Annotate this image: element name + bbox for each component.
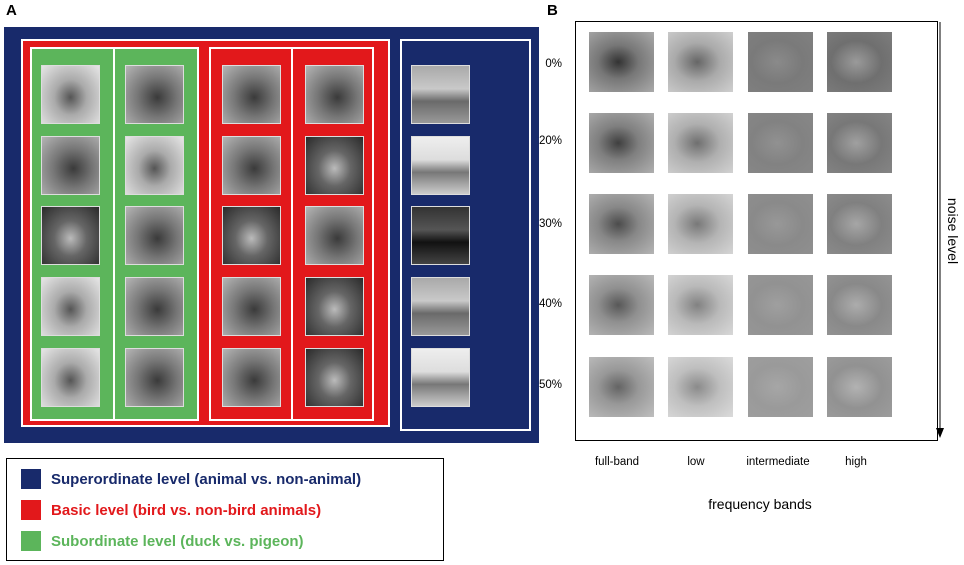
duck-image-3	[125, 206, 184, 265]
car-image-5	[411, 348, 470, 407]
pigeon-image-5	[41, 348, 100, 407]
legend-label-basic: Basic level (bird vs. non-bird animals)	[51, 501, 322, 519]
cat-image-5	[305, 348, 364, 407]
non-bird-divider	[291, 47, 293, 421]
duck-tile-intermediate-noise-0	[748, 32, 813, 92]
pigeon-image-4	[41, 277, 100, 336]
duck-tile-high-noise-50	[827, 357, 892, 417]
band-label-low: low	[687, 456, 705, 468]
noise-label-50: 50%	[538, 379, 562, 391]
frequency-bands-title: frequency bands	[708, 496, 812, 512]
pigeon-image-3	[41, 206, 100, 265]
cat-image-4	[305, 277, 364, 336]
superordinate-swatch	[21, 469, 41, 489]
dog-image-3	[222, 206, 281, 265]
duck-image-2	[125, 136, 184, 195]
legend-item-basic: Basic level (bird vs. non-bird animals)	[21, 500, 321, 520]
legend: Superordinate level (animal vs. non-anim…	[6, 458, 444, 561]
dog-image-2	[222, 136, 281, 195]
dog-image-1	[222, 65, 281, 124]
duck-tile-full-band-noise-50	[589, 357, 654, 417]
superordinate-box	[4, 27, 539, 443]
subordinate-swatch	[21, 531, 41, 551]
duck-tile-intermediate-noise-20	[748, 113, 813, 173]
pigeon-image-1	[41, 65, 100, 124]
duck-tile-high-noise-30	[827, 194, 892, 254]
dog-image-5	[222, 348, 281, 407]
duck-tile-high-noise-40	[827, 275, 892, 335]
dog-image-4	[222, 277, 281, 336]
duck-image-4	[125, 277, 184, 336]
duck-tile-low-noise-20	[668, 113, 733, 173]
duck-tile-low-noise-0	[668, 32, 733, 92]
noise-label-0: 0%	[545, 58, 562, 70]
legend-item-superordinate: Superordinate level (animal vs. non-anim…	[21, 469, 361, 489]
noise-level-arrow	[936, 22, 944, 438]
panel-b-letter: B	[547, 2, 558, 19]
noise-level-title: noise level	[945, 197, 961, 265]
cat-image-2	[305, 136, 364, 195]
car-image-1	[411, 65, 470, 124]
legend-label-superordinate: Superordinate level (animal vs. non-anim…	[51, 470, 362, 488]
legend-label-subordinate: Subordinate level (duck vs. pigeon)	[51, 532, 304, 550]
legend-item-subordinate: Subordinate level (duck vs. pigeon)	[21, 531, 304, 551]
band-label-intermediate: intermediate	[746, 456, 810, 468]
duck-tile-full-band-noise-20	[589, 113, 654, 173]
car-image-4	[411, 277, 470, 336]
car-image-2	[411, 136, 470, 195]
duck-tile-low-noise-50	[668, 357, 733, 417]
band-label-full: full-band	[594, 456, 640, 468]
panel-a-letter: A	[6, 2, 17, 19]
duck-tile-high-noise-20	[827, 113, 892, 173]
band-label-high: high	[845, 456, 867, 468]
basic-swatch	[21, 500, 41, 520]
duck-tile-full-band-noise-30	[589, 194, 654, 254]
duck-tile-intermediate-noise-50	[748, 357, 813, 417]
duck-image-5	[125, 348, 184, 407]
duck-tile-low-noise-40	[668, 275, 733, 335]
cat-image-1	[305, 65, 364, 124]
cat-image-3	[305, 206, 364, 265]
duck-tile-intermediate-noise-30	[748, 194, 813, 254]
duck-tile-intermediate-noise-40	[748, 275, 813, 335]
pigeon-image-2	[41, 136, 100, 195]
duck-tile-full-band-noise-40	[589, 275, 654, 335]
duck-tile-full-band-noise-0	[589, 32, 654, 92]
duck-tile-low-noise-30	[668, 194, 733, 254]
non-animal-frame	[400, 39, 531, 431]
duck-image-1	[125, 65, 184, 124]
bird-divider	[113, 47, 115, 421]
duck-tile-high-noise-0	[827, 32, 892, 92]
noise-label-30: 30%	[538, 218, 562, 230]
noise-label-20: 20%	[538, 135, 562, 147]
car-image-3	[411, 206, 470, 265]
noise-label-40: 40%	[538, 298, 562, 310]
